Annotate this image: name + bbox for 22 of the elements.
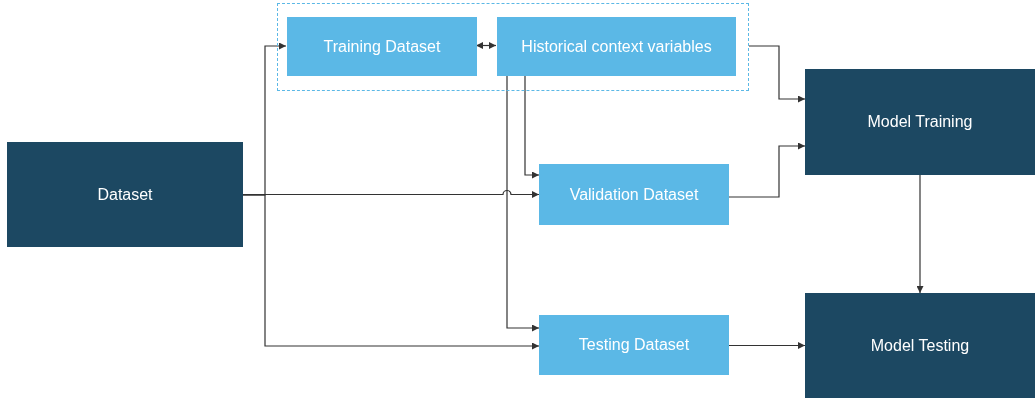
connector-arrow (524, 74, 540, 179)
process-box (805, 69, 1035, 175)
process-box (7, 142, 243, 247)
dashed-group-box (277, 3, 749, 91)
node-label: Training Dataset (322, 37, 442, 56)
node-label: Model Training (866, 113, 974, 131)
node-label: Testing Dataset (577, 336, 691, 354)
dataset-box (539, 164, 729, 225)
node-label: Historical context variables (520, 37, 713, 56)
connector-arrow (728, 342, 806, 349)
process-box (805, 293, 1035, 398)
node-label: Model Testing (869, 336, 971, 355)
connector-arrow (916, 174, 924, 294)
node-label: Dataset (96, 185, 154, 204)
dataset-box (287, 17, 477, 76)
connector-arrow (242, 194, 540, 350)
node-label: Validation Dataset (568, 185, 700, 204)
connector-arrow (748, 45, 806, 103)
connector-arrow (728, 142, 806, 198)
dataset-box (497, 17, 736, 76)
dataset-box (539, 315, 729, 375)
connector-arrow (506, 74, 540, 332)
